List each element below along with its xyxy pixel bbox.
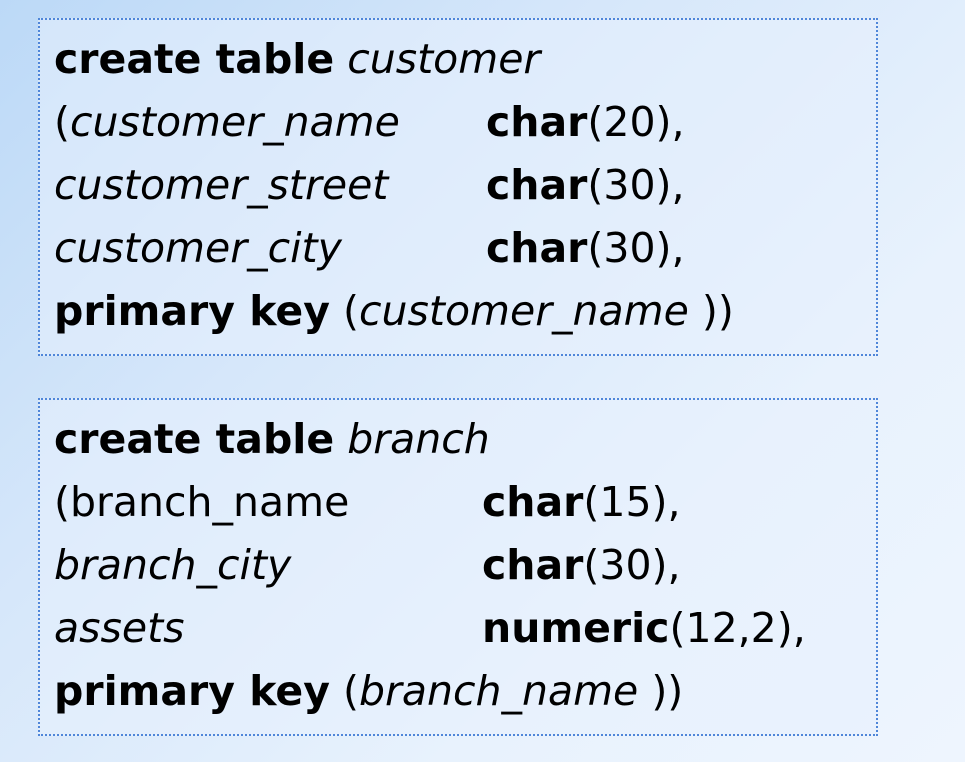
column-name: customer_city [54,224,342,272]
type-args: (30), [583,541,681,589]
pk-close-paren: )) [688,287,734,335]
type-args: (15), [583,478,681,526]
primary-key-line: primary key (branch_name )) [54,660,876,723]
primary-key-line: primary key (customer_name )) [54,280,876,343]
column-definition: branch_city char(30), [54,534,876,597]
column-definition: (branch_name char(15), [54,471,876,534]
create-table-line: create table customer [54,28,876,91]
table-name: branch [347,415,490,463]
pk-column: customer_name [358,287,689,335]
column-definition: assets numeric(12,2), [54,597,876,660]
open-paren: ( [54,98,70,146]
customer-table-definition: create table customer (customer_name cha… [38,18,878,356]
column-definition: customer_street char(30), [54,154,876,217]
column-name: customer_street [54,161,389,209]
column-type: char(30), [486,217,685,280]
type-keyword: numeric [482,604,670,652]
primary-key-keyword: primary key [54,287,330,335]
column-type: char(15), [482,471,681,534]
type-args: (30), [587,224,685,272]
pk-column: branch_name [358,667,639,715]
column-name: (branch_name [54,478,350,526]
pk-open-paren: ( [342,667,359,715]
column-definition: customer_city char(30), [54,217,876,280]
type-keyword: char [482,478,584,526]
create-table-keyword: create table [54,415,335,463]
column-type: numeric(12,2), [482,597,806,660]
primary-key-keyword: primary key [54,667,330,715]
column-name: assets [54,604,185,652]
type-args: (30), [587,161,685,209]
type-keyword: char [486,224,588,272]
pk-open-paren: ( [342,287,359,335]
type-keyword: char [486,98,588,146]
column-name-wrap: (customer_name [54,91,400,154]
create-table-line: create table branch [54,408,876,471]
branch-table-definition: create table branch (branch_name char(15… [38,398,878,736]
column-type: char(30), [486,154,685,217]
type-args: (12,2), [669,604,806,652]
column-type: char(30), [482,534,681,597]
column-type: char(20), [486,91,685,154]
pk-close-paren: )) [638,667,684,715]
table-name: customer [347,35,541,83]
type-keyword: char [486,161,588,209]
type-args: (20), [587,98,685,146]
column-definition: (customer_name char(20), [54,91,876,154]
type-keyword: char [482,541,584,589]
column-name: customer_name [70,98,400,146]
column-name: branch_city [54,541,292,589]
create-table-keyword: create table [54,35,335,83]
